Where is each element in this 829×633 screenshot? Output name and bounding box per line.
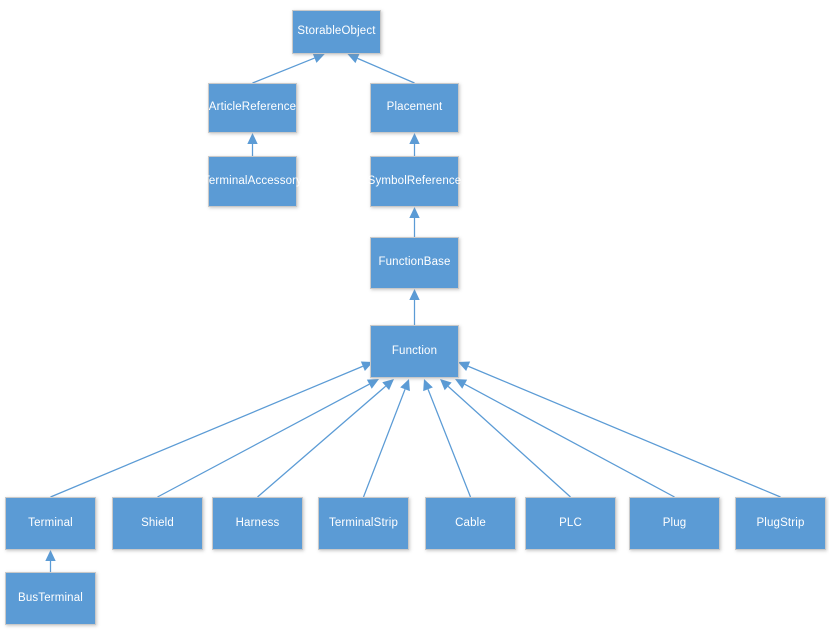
- generalization-line-harness-to-function: [257, 385, 387, 498]
- class-box-terminal[interactable]: Terminal: [5, 497, 96, 550]
- class-box-terminalaccessory[interactable]: TerminalAccessory: [203, 156, 302, 207]
- class-name-label: Harness: [235, 516, 280, 529]
- class-box-busterminal[interactable]: BusTerminal: [5, 572, 96, 625]
- generalization-arrowhead-articlereference-to-storableobject: [312, 53, 325, 63]
- class-name-label: Terminal: [28, 516, 73, 529]
- class-box-cable[interactable]: Cable: [425, 497, 516, 550]
- generalization-line-shield-to-function: [157, 383, 370, 498]
- generalization-arrowhead-terminalaccessory-to-articlereference: [247, 133, 258, 144]
- generalization-line-terminalstrip-to-function: [362, 389, 406, 498]
- class-name-label: TerminalStrip: [328, 516, 399, 529]
- class-name-label: FunctionBase: [378, 256, 451, 269]
- class-name-label: BusTerminal: [18, 591, 83, 604]
- generalization-arrowhead-plc-to-function: [440, 379, 452, 391]
- generalization-arrowhead-busterminal-to-terminal: [45, 550, 56, 561]
- generalization-arrowhead-placement-to-storableobject: [347, 53, 360, 64]
- class-box-placement[interactable]: Placement: [370, 83, 459, 133]
- generalization-line-placement-to-storableobject: [357, 57, 415, 84]
- class-name-label: SymbolReference: [367, 174, 462, 187]
- generalization-arrowhead-functionbase-to-symbolreference: [409, 207, 420, 218]
- class-box-symbolreference[interactable]: SymbolReference: [367, 156, 462, 207]
- generalization-arrowhead-shield-to-function: [366, 379, 379, 389]
- generalization-arrowhead-harness-to-function: [382, 379, 394, 391]
- class-name-label: PlugStrip: [756, 516, 805, 529]
- class-name-label: Function: [391, 344, 438, 357]
- class-name-label: Cable: [455, 516, 486, 529]
- class-name-label: Placement: [386, 101, 443, 114]
- class-name-label: Shield: [141, 516, 174, 529]
- class-name-label: PLC: [559, 516, 582, 529]
- generalization-line-articlereference-to-storableobject: [252, 57, 315, 84]
- generalization-line-plc-to-function: [447, 385, 571, 498]
- generalization-line-plugstrip-to-function: [467, 365, 781, 498]
- class-box-plugstrip[interactable]: PlugStrip: [735, 497, 826, 550]
- generalization-arrowhead-plugstrip-to-function: [458, 361, 471, 372]
- class-name-label: ArticleReference: [208, 101, 297, 114]
- class-name-label: Plug: [662, 516, 687, 529]
- class-box-functionbase[interactable]: FunctionBase: [370, 237, 459, 289]
- class-box-terminalstrip[interactable]: TerminalStrip: [318, 497, 409, 550]
- class-box-plc[interactable]: PLC: [525, 497, 616, 550]
- generalization-line-cable-to-function: [427, 389, 472, 498]
- generalization-arrowhead-cable-to-function: [423, 379, 433, 392]
- class-box-articlereference[interactable]: ArticleReference: [208, 83, 297, 133]
- generalization-arrowhead-terminalstrip-to-function: [400, 379, 410, 392]
- generalization-line-plug-to-function: [464, 383, 675, 498]
- generalization-arrowhead-function-to-functionbase: [409, 289, 420, 300]
- class-box-plug[interactable]: Plug: [629, 497, 720, 550]
- class-box-function[interactable]: Function: [370, 325, 459, 378]
- class-box-harness[interactable]: Harness: [212, 497, 303, 550]
- class-box-storableobject[interactable]: StorableObject: [292, 10, 381, 54]
- generalization-arrowhead-plug-to-function: [455, 379, 468, 389]
- generalization-arrowhead-symbolreference-to-placement: [409, 133, 420, 144]
- class-name-label: StorableObject: [297, 25, 376, 38]
- class-box-shield[interactable]: Shield: [112, 497, 203, 550]
- generalization-line-terminal-to-function: [50, 365, 364, 498]
- class-name-label: TerminalAccessory: [202, 174, 303, 187]
